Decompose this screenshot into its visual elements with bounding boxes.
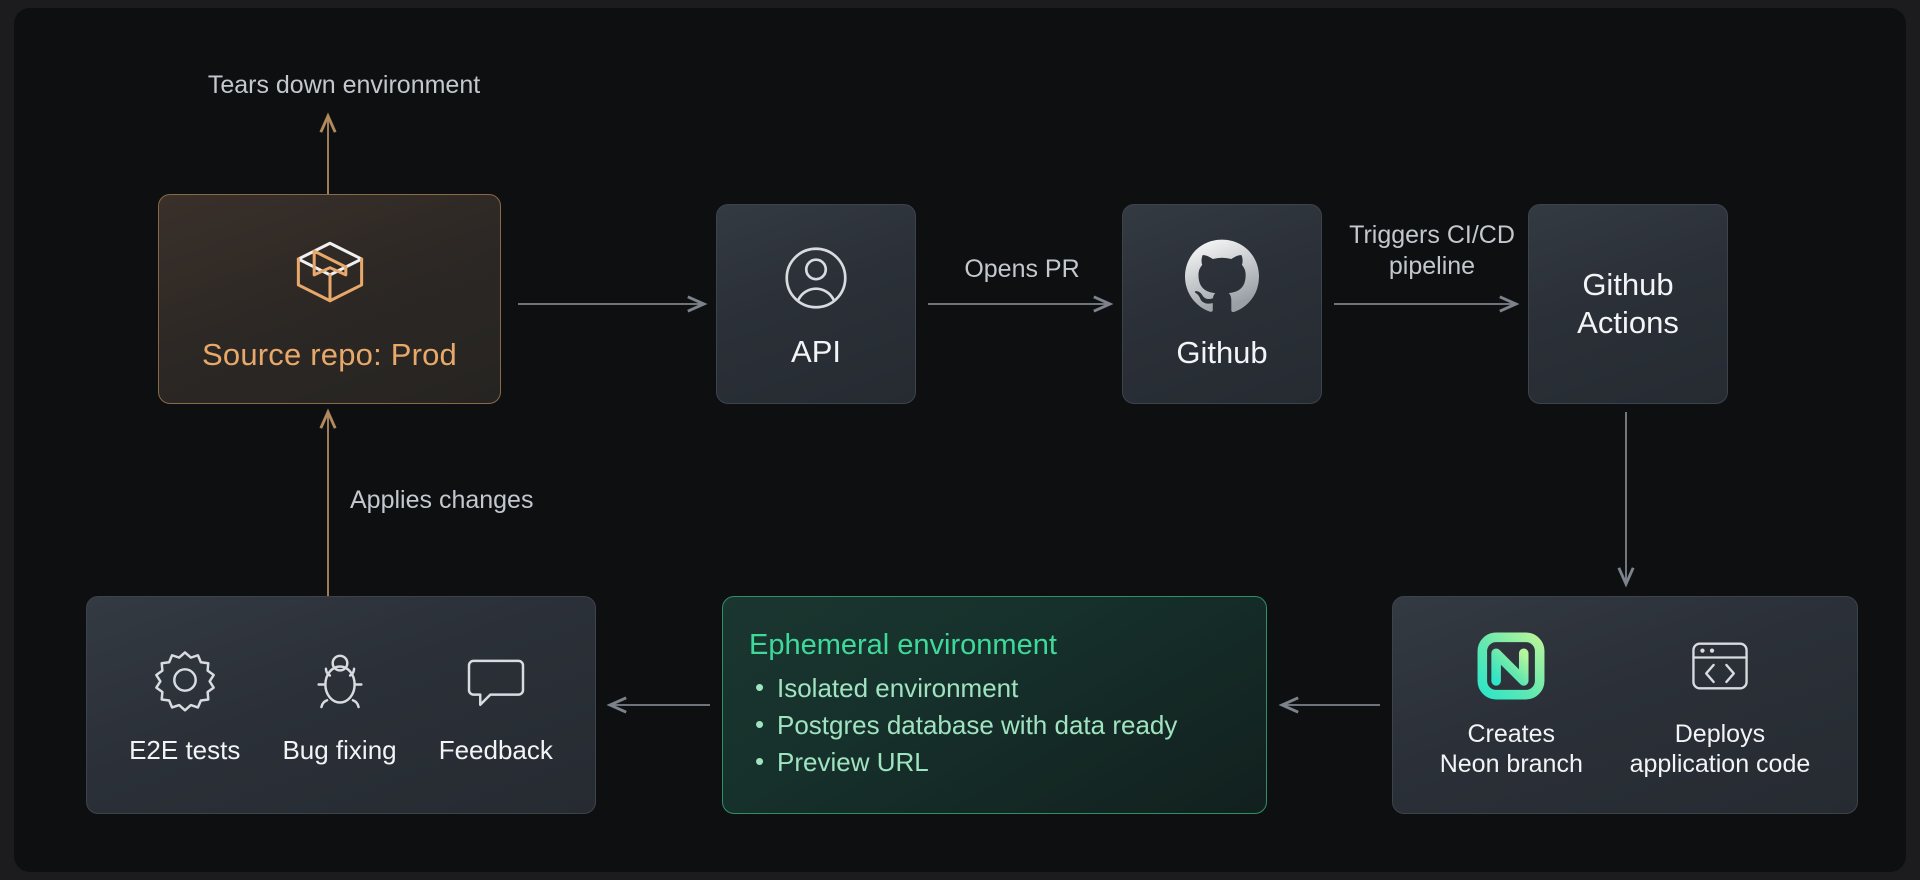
list-item: Isolated environment [749,669,1177,707]
edge-label-applies-changes: Applies changes [350,486,534,514]
list-item: Postgres database with data ready [749,706,1177,744]
out-item-creates-neon-branch[interactable]: Creates Neon branch [1440,632,1583,779]
edge-label-opens-pr: Opens PR [964,255,1080,283]
dev-item-e2e-tests[interactable]: E2E tests [129,644,240,766]
node-label: Github [1176,334,1268,370]
dev-item-feedback[interactable]: Feedback [439,644,553,766]
neon-logo-icon [1477,632,1545,705]
node-label: API [791,333,841,369]
user-circle-icon [777,239,855,322]
node-dev-loop[interactable]: E2E tests Bug fixing [86,596,596,814]
browser-code-icon [1686,632,1754,705]
dev-item-label: E2E tests [129,735,241,765]
gear-icon [149,644,221,721]
node-api[interactable]: API [716,204,916,404]
out-item-label: Deploys application code [1629,719,1811,778]
out-item-label: Creates Neon branch [1439,719,1583,778]
diagram-canvas: Tears down environment Applies changes O… [14,8,1906,872]
ephemeral-bullet-list: Isolated environment Postgres database w… [749,669,1177,781]
edge-label-triggers-pipeline: Triggers CI/CD pipeline [1349,221,1515,280]
node-source-repo[interactable]: Source repo: Prod [158,194,501,404]
out-item-deploys-application-code[interactable]: Deploys application code [1629,632,1811,779]
node-label: Source repo: Prod [202,336,457,372]
list-item: Preview URL [749,743,1177,781]
ephemeral-title: Ephemeral environment [749,629,1057,662]
dev-item-bug-fixing[interactable]: Bug fixing [282,644,397,766]
node-ephemeral-environment[interactable]: Ephemeral environment Isolated environme… [722,596,1267,814]
node-actions-output[interactable]: Creates Neon branch Deploys application … [1392,596,1858,814]
github-octocat-icon [1182,238,1262,323]
speech-bubble-icon [460,644,532,721]
node-label: Github Actions [1577,266,1679,340]
bug-icon [304,644,376,721]
dev-item-label: Bug fixing [282,735,397,765]
edge-label-tears-down: Tears down environment [207,71,481,99]
node-github[interactable]: Github [1122,204,1322,404]
dev-item-label: Feedback [438,735,553,765]
package-box-icon [284,226,376,323]
node-github-actions[interactable]: Github Actions [1528,204,1728,404]
